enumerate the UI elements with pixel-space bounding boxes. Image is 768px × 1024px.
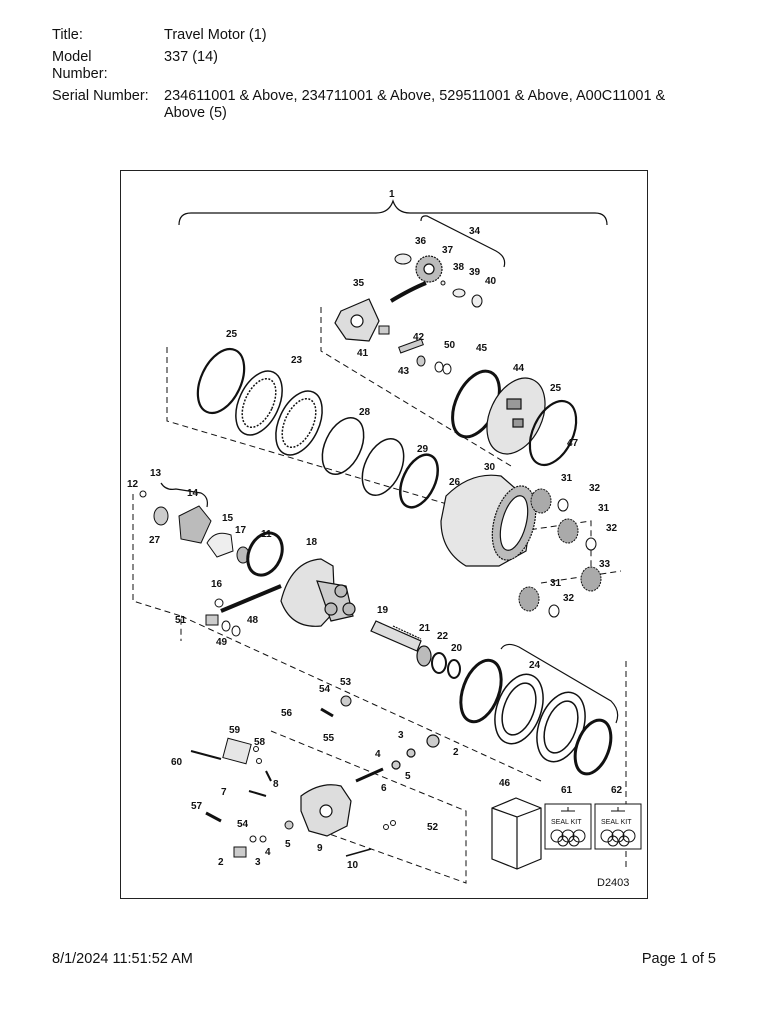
callout: 25 bbox=[550, 383, 562, 394]
callout: 39 bbox=[469, 267, 481, 278]
parts-diagram-svg: SEAL KIT SEAL KIT D2403 1 34 36 37 38 39… bbox=[127, 189, 642, 889]
callout: 44 bbox=[513, 363, 525, 374]
callout: 31 bbox=[598, 503, 610, 514]
callout: 55 bbox=[323, 733, 335, 744]
callout: 57 bbox=[191, 801, 203, 812]
callout: 22 bbox=[437, 631, 449, 642]
seal-kit-label-61: SEAL KIT bbox=[551, 819, 582, 826]
callout: 32 bbox=[606, 523, 618, 534]
callout: 2 bbox=[218, 857, 224, 868]
brace-1 bbox=[178, 199, 608, 226]
callout: 11 bbox=[261, 529, 272, 540]
callout: 19 bbox=[377, 605, 389, 616]
callout: 6 bbox=[381, 783, 387, 794]
callout: 28 bbox=[359, 407, 371, 418]
callout: 5 bbox=[285, 839, 291, 850]
callout: 62 bbox=[611, 785, 623, 796]
callout: 9 bbox=[317, 843, 323, 854]
callout: 35 bbox=[353, 278, 365, 289]
callout: 23 bbox=[291, 355, 303, 366]
callout: 40 bbox=[485, 276, 497, 287]
callout: 60 bbox=[171, 757, 183, 768]
callout: 12 bbox=[127, 479, 139, 490]
callout: 51 bbox=[175, 615, 187, 626]
title-label: Title: bbox=[52, 27, 83, 43]
callout: 21 bbox=[419, 623, 431, 634]
callout: 7 bbox=[221, 787, 227, 798]
callout: 4 bbox=[265, 847, 271, 858]
callout: 37 bbox=[442, 245, 454, 256]
callout: 52 bbox=[427, 822, 439, 833]
page-indicator: Page 1 of 5 bbox=[641, 951, 716, 967]
model-label-line2: Number: bbox=[52, 66, 108, 82]
callout: 50 bbox=[444, 340, 456, 351]
callout: 34 bbox=[469, 226, 481, 237]
model-label-line1: Model bbox=[52, 49, 92, 65]
callout: 30 bbox=[484, 462, 496, 473]
callout: 3 bbox=[398, 730, 404, 741]
callout: 18 bbox=[306, 537, 318, 548]
callout: 41 bbox=[357, 348, 369, 359]
callout: 3 bbox=[255, 857, 261, 868]
callout: 59 bbox=[229, 725, 241, 736]
seal-kit-label-62: SEAL KIT bbox=[601, 819, 632, 826]
callout: 45 bbox=[476, 343, 488, 354]
callout: 43 bbox=[398, 366, 410, 377]
callout: 54 bbox=[319, 684, 331, 695]
callout: 31 bbox=[550, 578, 562, 589]
callout: 13 bbox=[150, 468, 162, 479]
serial-value-line2: Above (5) bbox=[164, 105, 227, 121]
callout: 54 bbox=[237, 819, 249, 830]
brace-14 bbox=[160, 482, 208, 508]
callout: 42 bbox=[413, 332, 425, 343]
callout: 47 bbox=[567, 438, 579, 449]
callout: 25 bbox=[226, 329, 238, 340]
model-value: 337 (14) bbox=[164, 49, 219, 65]
parts-diagram: SEAL KIT SEAL KIT D2403 1 34 36 37 38 39… bbox=[120, 170, 648, 899]
callout: 14 bbox=[187, 488, 199, 499]
callout: 5 bbox=[405, 771, 411, 782]
callout: 61 bbox=[561, 785, 573, 796]
brace-24 bbox=[500, 643, 619, 724]
callout: 49 bbox=[216, 637, 228, 648]
callout: 1 bbox=[389, 189, 395, 200]
callout: 36 bbox=[415, 236, 427, 247]
callout: 17 bbox=[235, 525, 247, 536]
callout: 46 bbox=[499, 778, 511, 789]
callout: 58 bbox=[254, 737, 266, 748]
callout: 33 bbox=[599, 559, 611, 570]
callout: 20 bbox=[451, 643, 463, 654]
callout: 8 bbox=[273, 779, 279, 790]
callout-group: 1 34 36 37 38 39 40 35 25 42 50 41 45 23… bbox=[127, 189, 623, 871]
callout: 38 bbox=[453, 262, 465, 273]
serial-value-line1: 234611001 & Above, 234711001 & Above, 52… bbox=[164, 88, 666, 104]
callout: 16 bbox=[211, 579, 223, 590]
callout: 32 bbox=[589, 483, 601, 494]
callout: 31 bbox=[561, 473, 573, 484]
callout: 27 bbox=[149, 535, 161, 546]
brace-34 bbox=[420, 215, 506, 268]
print-timestamp: 8/1/2024 11:51:52 AM bbox=[52, 951, 193, 967]
callout: 32 bbox=[563, 593, 575, 604]
callout: 24 bbox=[529, 660, 541, 671]
callout: 4 bbox=[375, 749, 381, 760]
callout: 15 bbox=[222, 513, 234, 524]
title-value: Travel Motor (1) bbox=[164, 27, 267, 43]
callout: 56 bbox=[281, 708, 293, 719]
callout: 53 bbox=[340, 677, 352, 688]
drawing-code: D2403 bbox=[597, 877, 629, 889]
serial-label: Serial Number: bbox=[52, 88, 149, 104]
arrow-gear bbox=[389, 281, 427, 303]
callout: 10 bbox=[347, 860, 359, 871]
callout: 29 bbox=[417, 444, 429, 455]
callout: 26 bbox=[449, 477, 461, 488]
callout: 2 bbox=[453, 747, 459, 758]
callout: 48 bbox=[247, 615, 259, 626]
